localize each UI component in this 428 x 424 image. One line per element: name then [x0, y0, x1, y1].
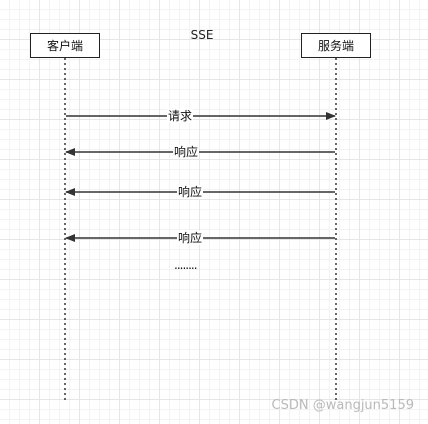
response-label-1: 响应	[172, 145, 200, 159]
response-label-3: 响应	[176, 231, 204, 245]
server-actor-label: 服务端	[317, 39, 354, 53]
client-actor-box: 客户端	[30, 33, 100, 58]
continuation-ellipsis: ........	[174, 258, 197, 272]
request-label: 请求	[166, 109, 194, 123]
client-actor-label: 客户端	[46, 39, 83, 53]
watermark: CSDN @wangjun5159	[271, 398, 414, 413]
response-label-2: 响应	[176, 185, 204, 199]
diagram-title: SSE	[190, 28, 214, 42]
server-actor-box: 服务端	[301, 33, 371, 58]
